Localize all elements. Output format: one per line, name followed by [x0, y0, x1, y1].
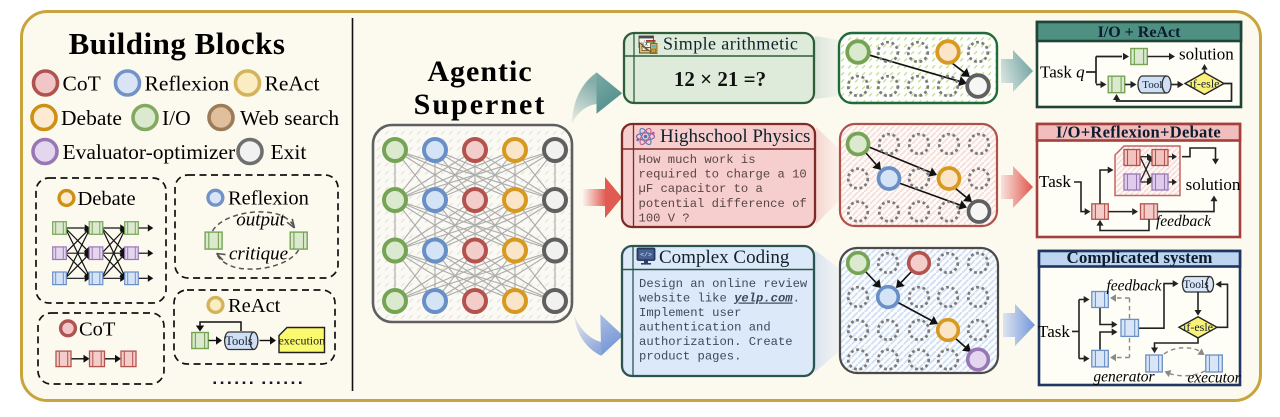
svg-text:Tool: Tool [1142, 79, 1162, 91]
svg-text:executor: executor [1187, 370, 1241, 387]
svg-text:Design an online review: Design an online review [639, 277, 808, 291]
svg-text:website like yelp.com.: website like yelp.com. [639, 292, 800, 306]
svg-text:Complex Coding: Complex Coding [659, 247, 790, 268]
svg-text:authorization. Create: authorization. Create [639, 335, 793, 349]
svg-text:Task q: Task q [1040, 63, 1085, 82]
svg-text:solution: solution [1179, 45, 1234, 64]
svg-text:I/O: I/O [162, 106, 191, 130]
svg-text:Reflexion: Reflexion [228, 188, 309, 210]
svg-text:100 V ?: 100 V ? [639, 211, 690, 225]
svg-text:feedback: feedback [1156, 213, 1212, 230]
svg-text:√x: √x [641, 40, 649, 48]
svg-text:Agentic: Agentic [427, 55, 532, 88]
svg-text:Tools: Tools [225, 334, 253, 348]
svg-text:Exit: Exit [271, 140, 307, 164]
svg-text:CoT: CoT [63, 72, 101, 96]
svg-text:ReAct: ReAct [265, 72, 320, 96]
svg-text:Highschool Physics: Highschool Physics [660, 126, 810, 147]
svg-text:I/O+Reflexion+Debate: I/O+Reflexion+Debate [1056, 123, 1221, 142]
svg-text:solution: solution [1186, 175, 1241, 194]
svg-text:generator: generator [1093, 369, 1155, 386]
svg-text:if-esle: if-esle [1190, 77, 1220, 91]
svg-text:Complicated system: Complicated system [1067, 248, 1213, 267]
svg-text:feedback: feedback [1106, 278, 1162, 295]
svg-text:Evaluator-optimizer: Evaluator-optimizer [63, 140, 236, 164]
svg-text:Building Blocks: Building Blocks [69, 26, 286, 61]
svg-text:ReAct: ReAct [228, 295, 281, 317]
svg-text:Reflexion: Reflexion [145, 72, 230, 96]
svg-text:I/O + ReAct: I/O + ReAct [1098, 24, 1182, 41]
svg-text:critique: critique [229, 244, 288, 265]
svg-text:authentication and: authentication and [639, 321, 771, 335]
svg-text:Debate: Debate [78, 188, 136, 210]
svg-text:execution: execution [278, 334, 325, 348]
svg-text:required to charge a 10: required to charge a 10 [639, 168, 807, 182]
svg-text:</>: </> [640, 252, 652, 259]
svg-text:potential difference of: potential difference of [639, 197, 807, 211]
svg-text:Tools: Tools [1183, 279, 1209, 291]
svg-text:Debate: Debate [61, 106, 122, 130]
svg-text:Supernet: Supernet [414, 88, 547, 121]
svg-text:Task: Task [1038, 322, 1070, 341]
svg-text:Implement user: Implement user [639, 306, 741, 320]
svg-text:12 × 21 =?: 12 × 21 =? [674, 67, 766, 91]
svg-text:product pages.: product pages. [639, 350, 741, 364]
svg-text:Web search: Web search [240, 106, 339, 130]
svg-text:How much work is: How much work is [639, 153, 756, 167]
svg-text:CoT: CoT [79, 318, 116, 340]
svg-text:if-esle: if-esle [1183, 320, 1213, 334]
svg-text:µF capacitor to a: µF capacitor to a [639, 182, 763, 196]
svg-text:Task: Task [1039, 172, 1071, 191]
svg-text:output: output [236, 210, 285, 231]
svg-text:Simple arithmetic: Simple arithmetic [663, 34, 798, 54]
